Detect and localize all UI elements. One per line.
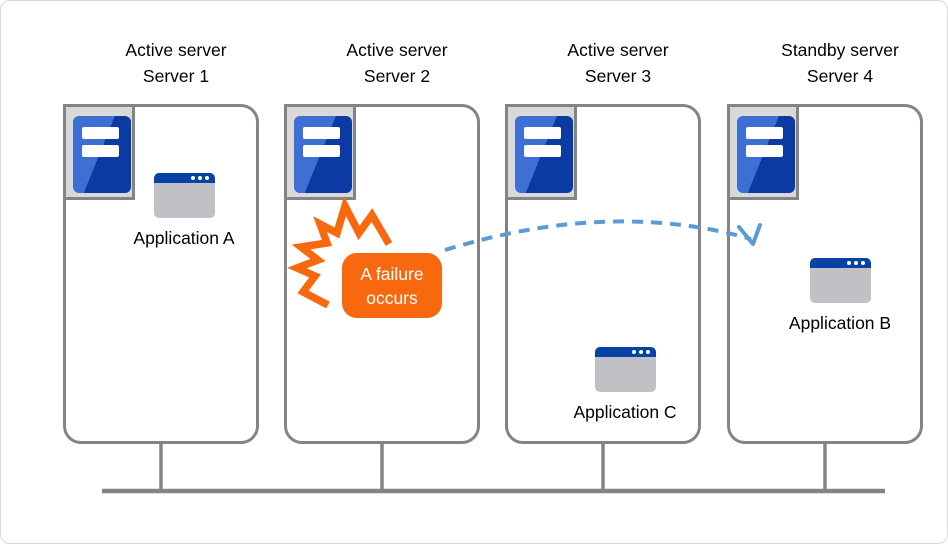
server-title: Active server Server 3 (518, 37, 718, 89)
server-title: Active server Server 2 (297, 37, 497, 89)
window-titlebar (153, 173, 215, 183)
server-title: Active server Server 1 (76, 37, 276, 89)
server-icon-tray (727, 104, 799, 200)
application-window-icon (809, 258, 871, 303)
application-label: Application C (573, 402, 677, 422)
server-role-label: Active server (567, 40, 669, 60)
server-group-1: Active server Server 1 Application A (63, 1, 259, 543)
server-icon-tray (63, 104, 135, 200)
server-name-label: Server 4 (806, 66, 874, 86)
server-slot-bar (82, 145, 119, 157)
server-title: Standby server Server 4 (740, 37, 940, 89)
server-name-label: Server 2 (363, 66, 431, 86)
server-role-label: Active server (125, 40, 227, 60)
window-titlebar (594, 347, 656, 357)
application-block: Application A (86, 173, 282, 249)
window-titlebar (809, 258, 871, 268)
server-group-4: Standby server Server 4 Application B (727, 1, 923, 543)
server-slot-bar (524, 127, 561, 139)
server-role-label: Standby server (781, 40, 899, 60)
server-icon (737, 116, 795, 193)
application-window-icon (594, 347, 656, 392)
application-label: Application A (133, 228, 235, 248)
server-slot-bar (82, 127, 119, 139)
server-slot-bar (303, 127, 340, 139)
server-group-2: Active server Server 2 A failure occurs (284, 1, 480, 543)
server-icon (294, 116, 352, 193)
application-block: Application C (527, 347, 723, 423)
server-slot-bar (303, 145, 340, 157)
server-icon (73, 116, 131, 193)
server-name-label: Server 1 (142, 66, 210, 86)
server-icon (515, 116, 573, 193)
server-slot-bar (524, 145, 561, 157)
server-icon-tray (284, 104, 356, 200)
window-dots-icon (846, 261, 865, 265)
failure-callout: A failure occurs (342, 253, 442, 318)
window-dots-icon (631, 350, 650, 354)
server-slot-bar (746, 127, 783, 139)
application-window-icon (153, 173, 215, 218)
server-name-label: Server 3 (584, 66, 652, 86)
failure-text-line2: occurs (366, 287, 418, 308)
server-group-3: Active server Server 3 Application C (505, 1, 701, 543)
window-dots-icon (190, 176, 209, 180)
application-label: Application B (788, 313, 892, 333)
server-role-label: Active server (346, 40, 448, 60)
server-icon-tray (505, 104, 577, 200)
failure-text-line1: A failure (360, 263, 424, 284)
application-block: Application B (742, 258, 938, 334)
server-slot-bar (746, 145, 783, 157)
